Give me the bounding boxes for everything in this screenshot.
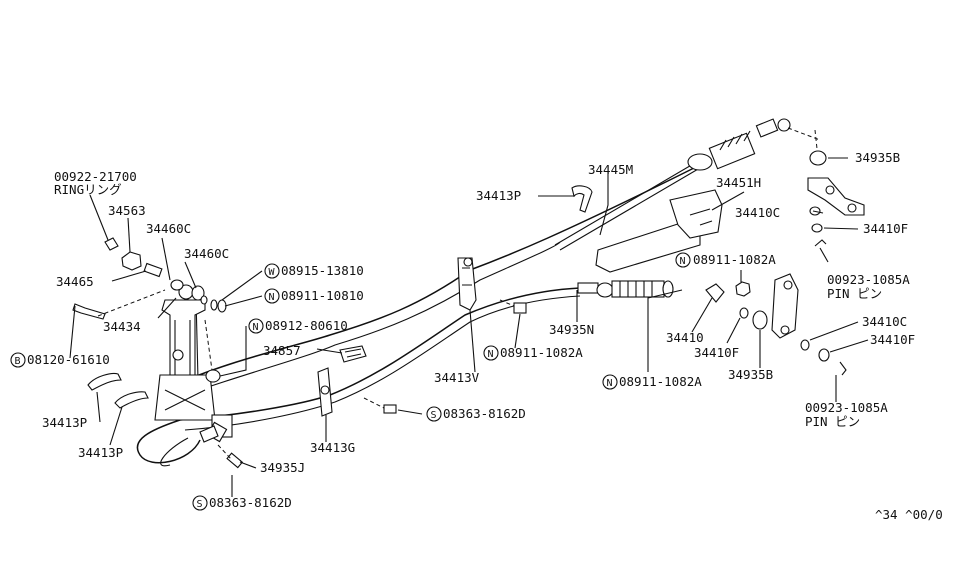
label-00923-1085A-a: 00923-1085A: [827, 272, 910, 287]
label-34460C-a: 34460C: [146, 221, 191, 236]
label-34410C-b: 34410C: [862, 314, 907, 329]
label-34935J: 34935J: [260, 460, 305, 475]
part-labels: 00922-21700 RINGリング 34563 34460C 34460C …: [27, 150, 943, 522]
label-34451H: 34451H: [716, 175, 761, 190]
label-34413P-c: 34413P: [476, 188, 521, 203]
label-34857: 34857: [263, 343, 301, 358]
label-34935B-a: 34935B: [728, 367, 773, 382]
middle-parts: [317, 185, 593, 417]
circle-W: W: [269, 267, 276, 278]
label-34410C-a: 34410C: [735, 205, 780, 220]
label-34410F-b: 34410F: [863, 221, 908, 236]
label-34434: 34434: [103, 319, 141, 334]
label-ring: RINGリング: [54, 182, 122, 197]
label-pin-a: PIN ピン: [827, 286, 882, 301]
label-pin-b: PIN ピン: [805, 414, 860, 429]
label-34465: 34465: [56, 274, 94, 289]
circle-S-1: S: [431, 410, 437, 421]
cable-assembly: [136, 159, 706, 467]
label-34445M: 34445M: [588, 162, 633, 177]
label-34410: 34410: [666, 330, 704, 345]
label-34413G: 34413G: [310, 440, 355, 455]
label-08911-10810: 08911-10810: [281, 288, 364, 303]
label-34413V: 34413V: [434, 370, 480, 385]
circle-N-3: N: [488, 349, 494, 360]
label-34410F-a: 34410F: [694, 345, 739, 360]
diagram-code: ^34 ^00/0: [875, 507, 943, 522]
circle-markers: W N N B S S N N N: [10, 252, 691, 511]
label-08363-8162D-b: 08363-8162D: [209, 495, 292, 510]
label-34935N: 34935N: [549, 322, 594, 337]
circle-N-5: N: [607, 378, 613, 389]
label-08911-1082A-a: 08911-1082A: [500, 345, 583, 360]
label-00923-1085A-b: 00923-1085A: [805, 400, 888, 415]
label-08363-8162D-a: 08363-8162D: [443, 406, 526, 421]
label-34413P-b: 34413P: [78, 445, 123, 460]
circle-N-1: N: [269, 292, 275, 303]
bracket-34451H: [595, 189, 723, 273]
control-lever: [72, 237, 244, 469]
label-34413P-a: 34413P: [42, 415, 87, 430]
label-08915-13810: 08915-13810: [281, 263, 364, 278]
cable-end-fitting-upper: [687, 118, 821, 171]
cable-end-fitting-middle: [577, 280, 674, 298]
leader-lines: [69, 157, 869, 497]
label-08911-1082A-b: 08911-1082A: [693, 252, 776, 267]
circle-B: B: [15, 356, 21, 367]
circle-N-2: N: [253, 322, 259, 333]
label-34410F-c: 34410F: [870, 332, 915, 347]
label-34460C-b: 34460C: [184, 246, 229, 261]
label-34563: 34563: [108, 203, 146, 218]
circle-N-4: N: [680, 256, 686, 267]
label-08120-61610: 08120-61610: [27, 352, 110, 367]
right-side-parts: [705, 150, 865, 376]
label-08911-1082A-c: 08911-1082A: [619, 374, 702, 389]
label-08912-80610: 08912-80610: [265, 318, 348, 333]
circle-S-2: S: [197, 499, 203, 510]
label-34935B-b: 34935B: [855, 150, 900, 165]
label-00922-21700: 00922-21700: [54, 169, 137, 184]
